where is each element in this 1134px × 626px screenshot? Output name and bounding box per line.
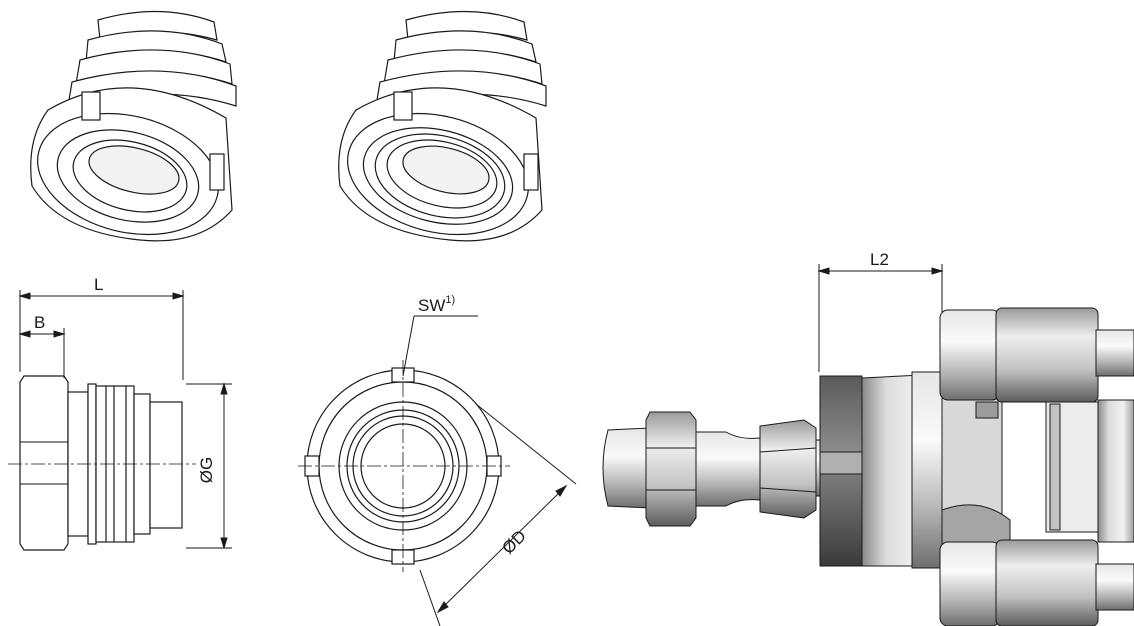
upper-tube xyxy=(1095,329,1134,377)
housing-step xyxy=(911,371,943,569)
probe-hex-nut xyxy=(645,411,697,527)
dim-label-l2: L2 xyxy=(870,250,889,269)
iso-view-plain xyxy=(30,10,237,242)
probe-hex-2 xyxy=(759,419,817,519)
side-dimensions xyxy=(18,290,232,550)
iso1-bore-inner xyxy=(88,145,180,195)
dim-label-b: B xyxy=(34,313,45,332)
probe-shaft xyxy=(695,431,761,507)
lower-tube xyxy=(1095,563,1134,611)
upper-cylinder xyxy=(939,309,1001,401)
lower-cylinder xyxy=(939,541,1001,626)
iso2-slot-side xyxy=(523,153,539,191)
flange-dark-notch xyxy=(819,451,863,475)
side-shank xyxy=(149,401,183,529)
iso2-bore xyxy=(402,145,490,195)
iso-view-insert xyxy=(338,10,547,242)
front-view xyxy=(298,360,510,572)
iso2-slot-top xyxy=(393,91,413,121)
assembly-dimensions xyxy=(817,264,944,372)
right-body xyxy=(1097,399,1134,543)
dim-label-d: ØD xyxy=(498,526,529,557)
assembly-view xyxy=(602,307,1134,626)
iso1-slot-side xyxy=(209,153,225,191)
dim-label-sw: SW1) xyxy=(418,294,455,315)
housing-groove xyxy=(941,504,1011,547)
front-dimensions xyxy=(402,315,577,626)
dim-label-l: L xyxy=(94,275,103,294)
dim-label-g: ØG xyxy=(197,457,216,483)
lower-cylinder-2 xyxy=(995,539,1099,626)
upper-cylinder-2 xyxy=(995,307,1099,403)
iso1-slot-top xyxy=(81,91,101,121)
side-view xyxy=(8,375,196,551)
probe-tip xyxy=(602,427,651,509)
side-nut xyxy=(19,375,69,551)
